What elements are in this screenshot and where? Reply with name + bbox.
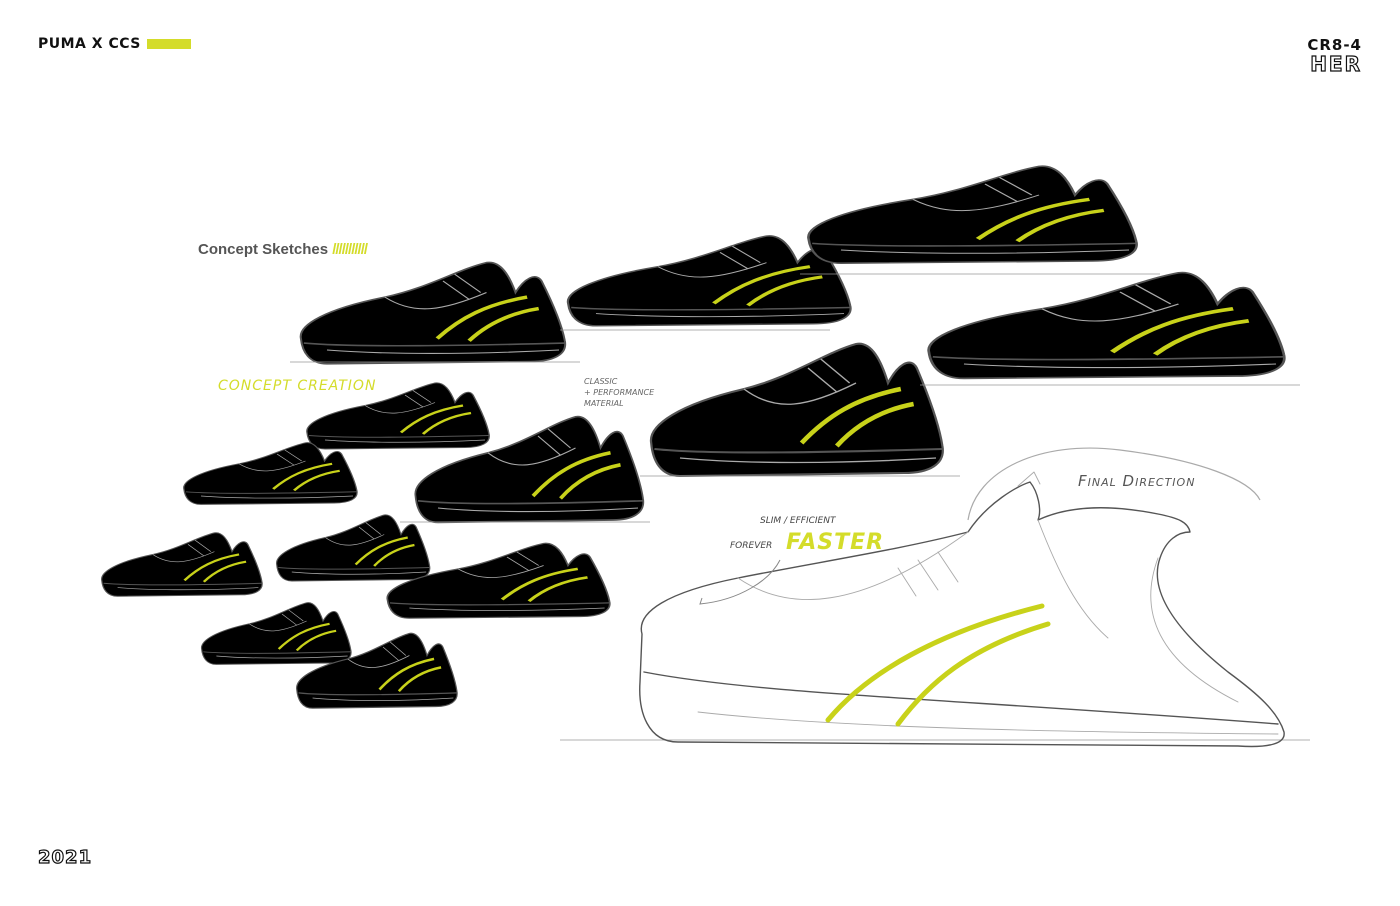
sketch-concept-10 (275, 513, 432, 583)
sketch-concept-3 (808, 166, 1136, 263)
note-concept-creation: CONCEPT CREATION (218, 378, 377, 394)
sketch-concept-4 (929, 273, 1285, 379)
note-faster: FASTER (786, 530, 885, 555)
sketch-final-direction (639, 471, 1285, 748)
section-title: Concept Sketches /////////// (198, 241, 368, 258)
section-title-slashes: /////////// (332, 241, 368, 258)
ground-lines (290, 273, 1310, 741)
final-direction-callout (967, 447, 1261, 521)
sketch-concept-9 (100, 531, 264, 598)
sketch-concept-6 (651, 344, 943, 476)
footer-year: 2021 (37, 846, 93, 868)
note-classic-line1: CLASSIC (584, 377, 618, 386)
model-code: CR8-4 HER (1307, 36, 1362, 77)
section-title-text: Concept Sketches (198, 241, 329, 258)
sketch-concept-2 (568, 236, 851, 326)
note-final-direction: Final Direction (1078, 472, 1196, 490)
note-classic-line3: MATERIAL (584, 399, 624, 408)
model-code-text: CR8-4 (1307, 36, 1362, 54)
faster-callout-arrow (699, 559, 781, 605)
note-classic-material: CLASSIC + PERFORMANCE MATERIAL (584, 376, 714, 409)
brand-title: PUMA X CCS (38, 36, 141, 52)
brand-accent-bar (146, 39, 191, 49)
note-slim-efficient: SLIM / EFFICIENT (760, 516, 836, 526)
sketch-concept-12 (200, 601, 353, 666)
sketch-concept-7 (182, 441, 359, 506)
brand-header: PUMA X CCS (38, 36, 191, 52)
note-forever: FOREVER (730, 541, 773, 551)
model-sub-text: HER (1310, 51, 1362, 76)
sketch-concept-1 (301, 262, 565, 363)
note-classic-line2: + PERFORMANCE (584, 388, 655, 397)
